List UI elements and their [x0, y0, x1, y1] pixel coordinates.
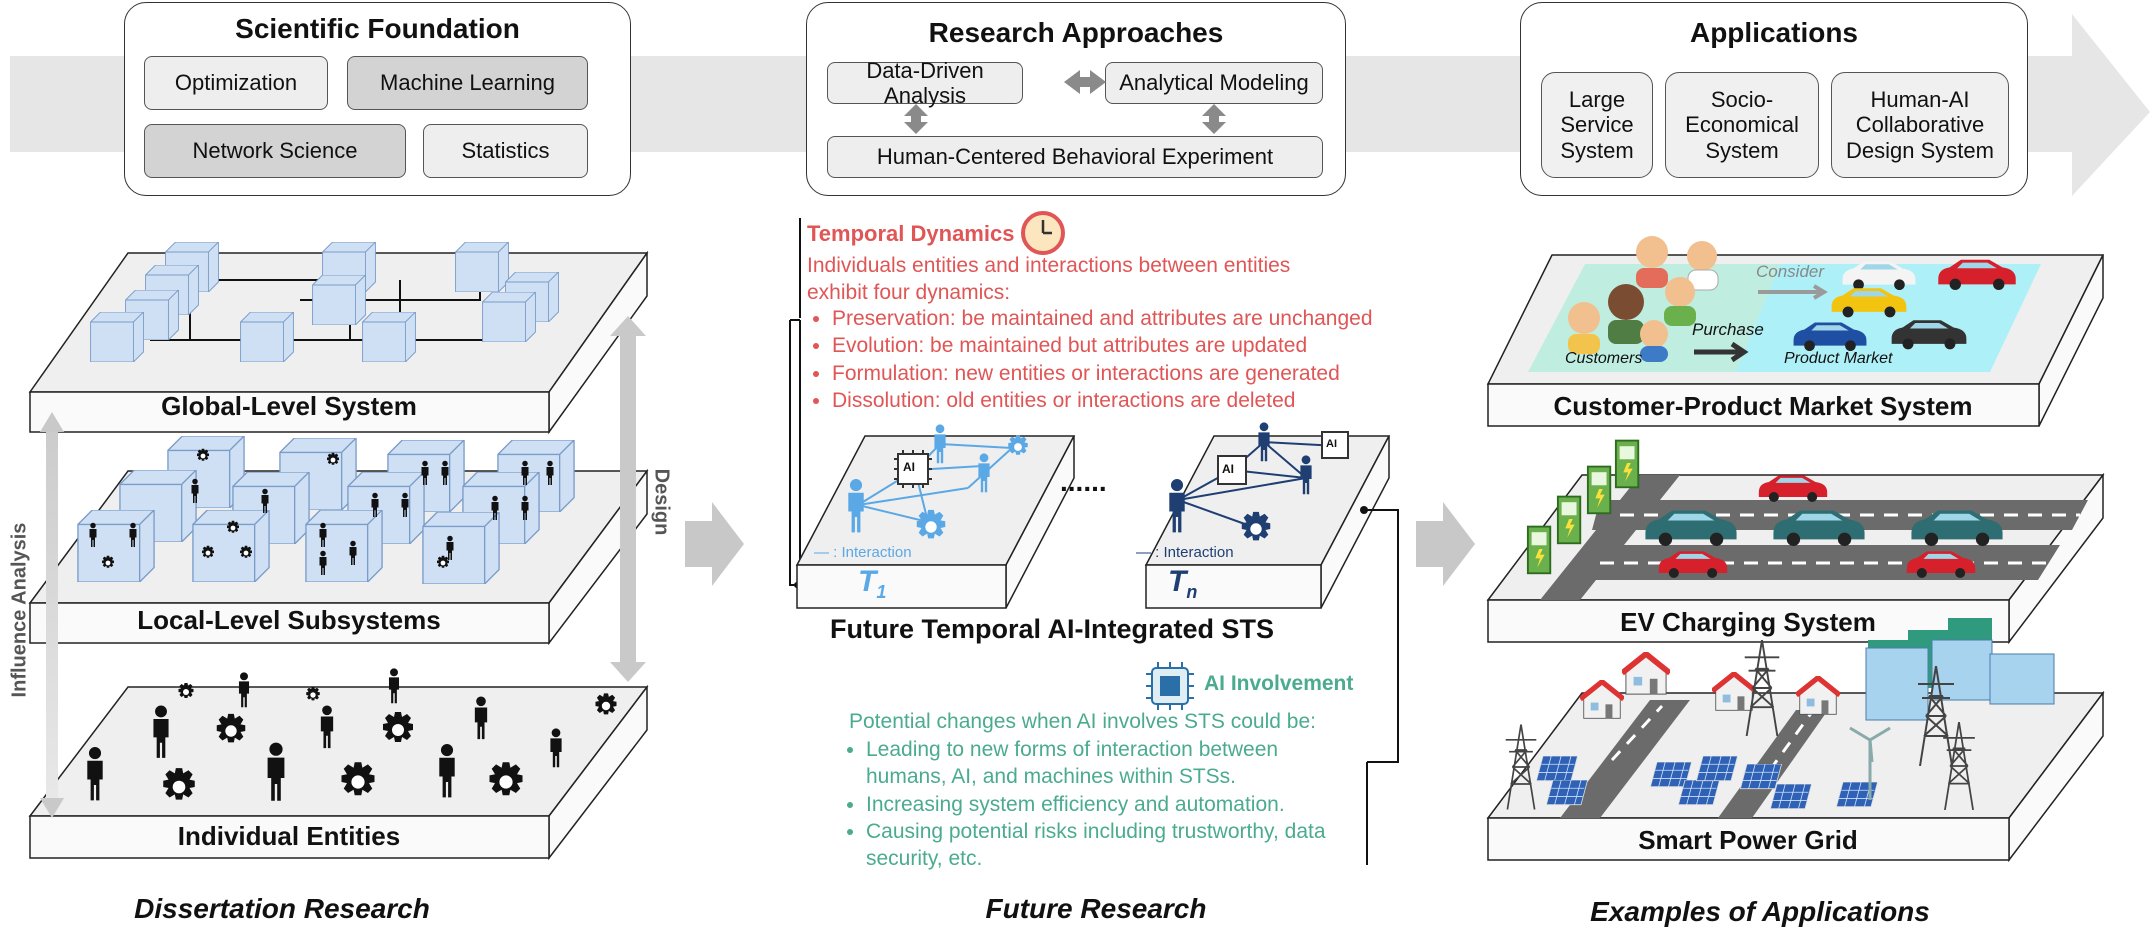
customers-label: Customers — [1565, 350, 1643, 367]
applications-title: Applications — [1689, 17, 1858, 48]
global-level-label: Global-Level System — [161, 391, 417, 421]
ai-chip-label-tn-2: AI — [1326, 438, 1337, 450]
consider-label: Consider — [1756, 262, 1825, 281]
future-research-footer: Future Research — [985, 893, 1207, 924]
ai-involvement-list: Leading to new forms of interaction betw… — [842, 736, 1356, 872]
chip-optimization: Optimization — [144, 56, 328, 110]
dynamic-item-formulation: Formulation: new entities or interaction… — [832, 360, 1452, 387]
research-approaches-title: Research Approaches — [928, 17, 1224, 48]
chip-statistics: Statistics — [423, 124, 588, 178]
market-system-label: Customer-Product Market System — [1553, 391, 1973, 421]
tn-label: Tn — [1168, 565, 1197, 603]
ai-item-efficiency: Increasing system efficiency and automat… — [866, 791, 1356, 818]
scientific-foundation-title: Scientific Foundation — [235, 13, 520, 44]
chip-machine-learning: Machine Learning — [347, 56, 588, 110]
ai-involvement-title: AI Involvement — [1204, 672, 1354, 695]
t1-label-sub: 1 — [876, 582, 887, 602]
temporal-dynamics-list: Preservation: be maintained and attribut… — [808, 305, 1452, 414]
ai-item-risks: Causing potential risks including trustw… — [866, 818, 1356, 873]
t1-interaction-legend: — : Interaction — [814, 544, 912, 561]
ev-charging-label: EV Charging System — [1620, 607, 1876, 637]
t1-label-main: T — [858, 565, 877, 598]
individual-platform — [28, 684, 649, 861]
influence-analysis-arrow — [40, 412, 64, 818]
purchase-label: Purchase — [1692, 320, 1764, 339]
timeline-ellipsis: ...... — [1060, 466, 1107, 497]
ai-chip-icon — [1146, 662, 1194, 710]
chip-behavioral-experiment: Human-Centered Behavioral Experiment — [827, 136, 1323, 178]
grid-scene — [1504, 618, 2055, 818]
design-label: Design — [650, 468, 673, 536]
t1-ai-chip — [894, 450, 932, 488]
chip-socio-economical-system: Socio- Economical System — [1665, 72, 1819, 178]
tn-network — [1177, 440, 1339, 529]
ai-involvement-intro: Potential changes when AI involves STS c… — [849, 710, 1316, 733]
temporal-dynamics-intro: Individuals entities and interactions be… — [807, 254, 1291, 305]
ai-item-new-interaction: Leading to new forms of interaction betw… — [866, 736, 1356, 791]
tn-label-main: T — [1168, 565, 1187, 598]
local-level-label: Local-Level Subsystems — [137, 605, 441, 635]
chip-network-science: Network Science — [144, 124, 406, 178]
design-arrow — [610, 316, 646, 682]
arrow-to-future — [685, 502, 744, 586]
chip-large-service-system: Large Service System — [1541, 72, 1653, 178]
product-market-label: Product Market — [1784, 350, 1893, 367]
examples-footer: Examples of Applications — [1590, 896, 1930, 927]
dynamic-item-preservation: Preservation: be maintained and attribut… — [832, 305, 1452, 332]
tn-ai-chip — [1217, 431, 1349, 485]
smart-grid-label: Smart Power Grid — [1638, 825, 1858, 855]
customer-faces — [1568, 236, 1719, 362]
dissertation-footer: Dissertation Research — [134, 893, 430, 924]
dynamic-item-dissolution: Dissolution: old entities or interaction… — [832, 387, 1452, 414]
tn-label-sub: n — [1186, 582, 1198, 602]
influence-analysis-label: Influence Analysis — [8, 522, 31, 698]
chip-analytical-modeling: Analytical Modeling — [1105, 62, 1323, 104]
ai-chip-label-t1: AI — [903, 460, 915, 474]
t1-label: T1 — [858, 565, 886, 603]
chip-human-ai-design-system: Human-AI Collaborative Design System — [1831, 72, 2009, 178]
clock-icon — [1021, 211, 1065, 255]
individual-entities-label: Individual Entities — [177, 821, 401, 851]
arrow-to-examples — [1416, 502, 1475, 586]
chip-data-driven-analysis: Data-Driven Analysis — [827, 58, 1023, 108]
future-sts-title: Future Temporal AI-Integrated STS — [829, 614, 1275, 644]
tn-interaction-legend: — : Interaction — [1136, 544, 1234, 561]
temporal-dynamics-title: Temporal Dynamics — [807, 221, 1015, 246]
tn-platform — [1144, 435, 1391, 609]
dynamic-item-evolution: Evolution: be maintained but attributes … — [832, 332, 1452, 359]
t1-platform — [795, 435, 1076, 609]
ai-chip-label-tn-1: AI — [1222, 462, 1234, 476]
